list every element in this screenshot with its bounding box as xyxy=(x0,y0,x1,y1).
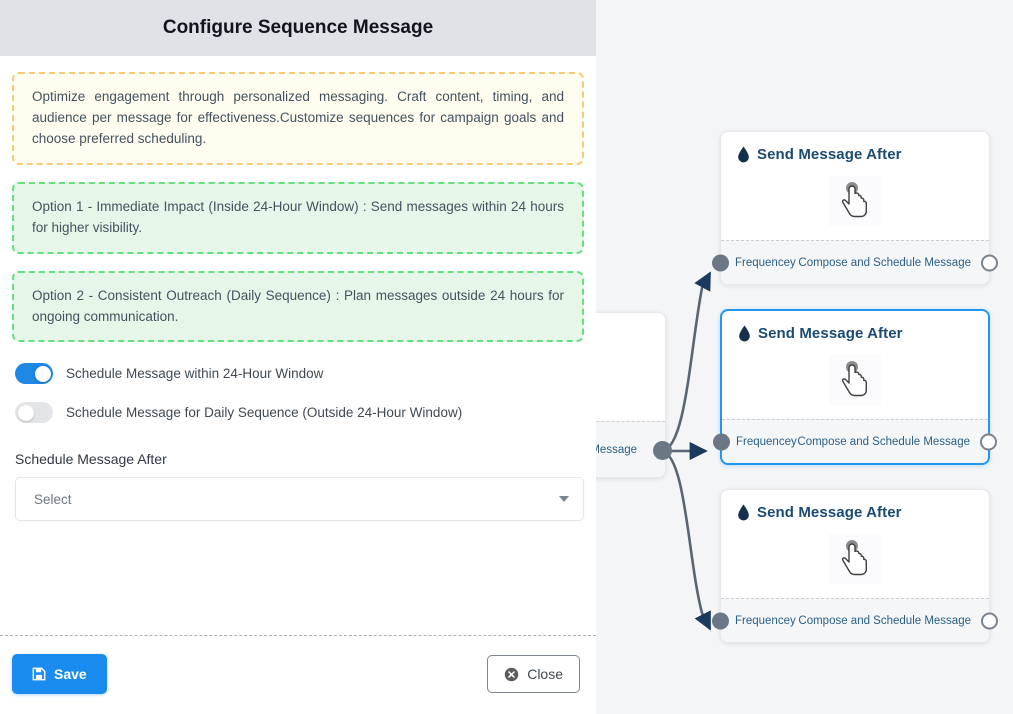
node-body: Send Message After xyxy=(721,490,989,598)
save-button[interactable]: Save xyxy=(12,654,107,694)
schedule-after-value: Select xyxy=(34,491,72,507)
node-title-text: Send Message After xyxy=(758,325,903,342)
node-body: Send Message After xyxy=(721,132,989,240)
edge-to-node-1 xyxy=(661,271,712,453)
save-button-label: Save xyxy=(54,666,87,682)
page-title: Configure Sequence Message xyxy=(162,17,434,38)
edge-to-node-3 xyxy=(661,449,712,631)
flow-node-send-message-after-3[interactable]: Send Message After Frequencey Compose an… xyxy=(712,489,998,643)
node-graphic xyxy=(829,355,881,405)
schedule-after-label: Schedule Message After xyxy=(15,451,167,468)
node-input-port[interactable] xyxy=(712,612,729,629)
tap-hand-icon xyxy=(841,361,867,397)
panel-body: Optimize engagement through personalized… xyxy=(0,56,596,635)
panel-header: Configure Sequence Message xyxy=(0,0,596,56)
toggle-row-within-24-hour[interactable]: Schedule Message within 24-Hour Window xyxy=(15,359,584,388)
configure-sequence-panel: Configure Sequence Message Optimize enga… xyxy=(0,0,596,714)
flow-node-send-message-after-1[interactable]: Send Message After Frequencey Compose an… xyxy=(712,131,998,285)
node-graphic xyxy=(829,176,881,226)
flow-node-send-message-after-2[interactable]: Send Message After Frequencey Compose an… xyxy=(713,309,997,465)
node-output-port-label: Compose and Schedule Message xyxy=(798,614,971,627)
toggle-label-within-24h: Schedule Message within 24-Hour Window xyxy=(66,366,324,382)
toggle-label-daily-sequence: Schedule Message for Daily Sequence (Out… xyxy=(66,405,463,421)
tap-hand-icon xyxy=(841,540,867,576)
info-note-optimize: Optimize engagement through personalized… xyxy=(12,72,584,165)
node-output-port[interactable] xyxy=(980,433,997,450)
node-input-port[interactable] xyxy=(713,433,730,450)
save-floppy-icon xyxy=(32,667,46,681)
toggle-knob xyxy=(34,365,51,382)
node-footer: Frequencey Compose and Schedule Message xyxy=(712,598,998,642)
node-title-row: Send Message After xyxy=(737,504,973,521)
node-input-port-label: Frequencey xyxy=(736,435,797,448)
schedule-after-select[interactable]: Select xyxy=(15,477,584,522)
info-note-option-1: Option 1 - Immediate Impact (Inside 24-H… xyxy=(12,181,584,254)
water-drop-icon xyxy=(738,504,749,521)
node-input-port-label: Frequencey xyxy=(735,256,796,269)
node-title-text: Send Message After xyxy=(757,504,902,521)
schedule-after-field-group: Schedule Message After Select xyxy=(15,451,584,522)
toggle-schedule-daily-sequence[interactable] xyxy=(15,402,53,424)
node-input-port[interactable] xyxy=(712,254,729,271)
water-drop-icon xyxy=(738,146,749,163)
node-footer: Frequencey Compose and Schedule Message xyxy=(713,419,997,463)
water-drop-icon xyxy=(739,325,750,342)
node-title-text: Send Message After xyxy=(757,146,902,163)
node-output-port[interactable] xyxy=(981,612,998,629)
close-circle-icon xyxy=(504,667,519,681)
panel-footer: Save Close xyxy=(0,635,596,714)
node-title-row: Send Message After xyxy=(737,146,973,163)
node-body: Send Message After xyxy=(722,311,988,419)
toggle-row-daily-sequence[interactable]: Schedule Message for Daily Sequence (Out… xyxy=(15,398,584,427)
cancel-button-label: Close xyxy=(527,666,563,682)
toggle-knob xyxy=(17,404,34,421)
toggle-schedule-within-24h[interactable] xyxy=(15,363,53,385)
node-title-row: Send Message After xyxy=(738,325,972,342)
node-output-port[interactable] xyxy=(981,254,998,271)
node-input-port-label: Frequencey xyxy=(735,614,796,627)
cancel-button[interactable]: Close xyxy=(487,655,580,693)
info-note-option-2: Option 2 - Consistent Outreach (Daily Se… xyxy=(12,270,584,343)
node-footer: Frequencey Compose and Schedule Message xyxy=(712,240,998,284)
chevron-down-icon[interactable] xyxy=(559,496,569,503)
source-port[interactable] xyxy=(653,441,672,460)
node-output-port-label: Compose and Schedule Message xyxy=(797,435,970,448)
node-graphic xyxy=(829,534,881,584)
node-output-port-label: Compose and Schedule Message xyxy=(798,256,971,269)
tap-hand-icon xyxy=(841,182,867,218)
